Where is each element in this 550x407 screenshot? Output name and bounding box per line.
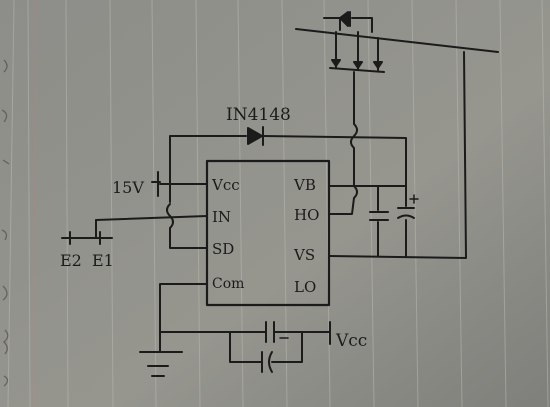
pin-vs: VS	[293, 246, 315, 264]
ground-symbol	[139, 351, 183, 377]
gate-wire	[329, 89, 358, 215]
sd-wire	[166, 203, 208, 249]
pin-com: Com	[212, 276, 244, 292]
pin-lo: LO	[294, 278, 316, 296]
ruled-lines	[7, 0, 549, 407]
emitter-1-label: E1	[92, 251, 114, 270]
emitter-2-label: E2	[60, 251, 82, 270]
margin-line	[33, 0, 37, 407]
emitter-terminals	[61, 231, 113, 245]
pin-ho: HO	[294, 206, 319, 224]
bootstrap-diode	[169, 126, 407, 193]
vcc-supply-wire	[151, 171, 208, 203]
com-ground-wire	[159, 283, 208, 353]
bleed-through-marks	[1, 59, 10, 387]
ic-body	[205, 159, 331, 307]
pin-vcc: Vcc	[211, 176, 240, 194]
pin-sd: SD	[212, 240, 234, 258]
bootstrap-capacitors	[369, 185, 419, 257]
igbt-module	[295, 11, 499, 91]
diode-label: IN4148	[226, 105, 291, 125]
supply-label: 15V	[112, 178, 144, 197]
vs-return-rail	[329, 51, 467, 259]
vcc-rail-label: Vcc	[335, 331, 367, 351]
vcc-decoupling	[159, 321, 331, 373]
in-input-wire	[95, 215, 208, 221]
pin-vb: VB	[293, 176, 316, 194]
pin-in: IN	[212, 208, 231, 226]
